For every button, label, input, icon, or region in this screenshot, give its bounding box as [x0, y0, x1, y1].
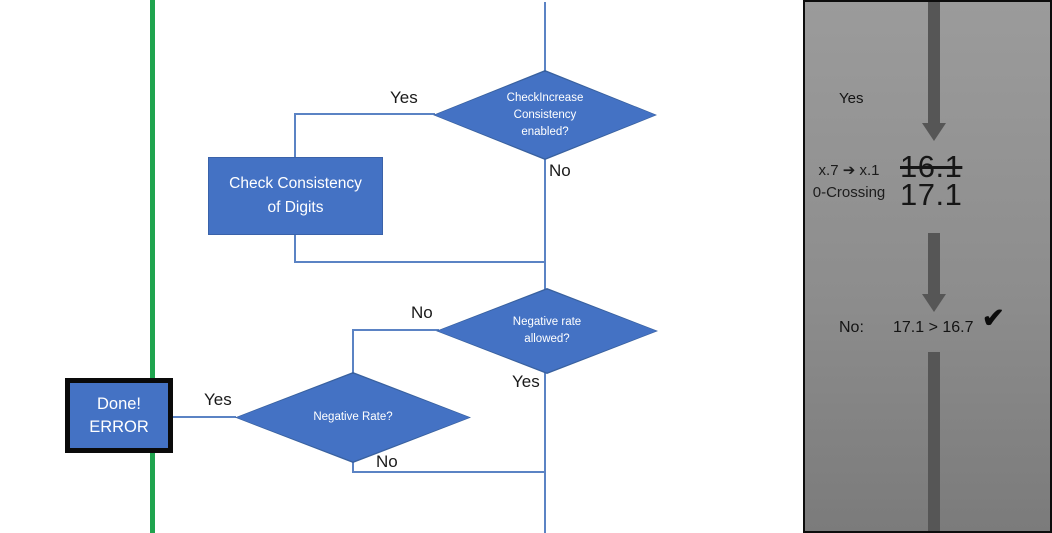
rule-line-1: x.7 ➔ x.1 [818, 162, 880, 179]
down-arrow-shaft-3 [928, 352, 940, 531]
new-value: 17.1 [900, 177, 963, 212]
decision-negative-rate-allowed-label: Negative rate allowed? [512, 316, 582, 345]
decision-negative-rate-allowed: Negative rate allowed? [436, 288, 658, 374]
connector-no-bottom-v [352, 462, 354, 473]
old-value-strikethrough: 16.1 [900, 149, 963, 184]
terminator-done-error: Done! ERROR [65, 378, 173, 453]
decision-negative-rate: Negative Rate? [235, 372, 471, 463]
decision-checkincrease-label: CheckIncrease Consistency enabled? [506, 91, 584, 138]
process-check-consistency-label-1: Check Consistency [229, 175, 362, 192]
down-arrow-shaft-1 [928, 2, 940, 124]
connector-yes-done-h [173, 416, 236, 418]
down-arrow-head-1-icon [922, 123, 946, 141]
edge-label-no-mid: No [411, 303, 433, 322]
edge-label-yes-top: Yes [390, 88, 418, 107]
process-check-consistency: Check Consistency of Digits [208, 157, 383, 235]
decision-negative-rate-label: Negative Rate? [313, 411, 393, 423]
panel-no-label: No: [839, 319, 864, 336]
down-arrow-shaft-2 [928, 233, 940, 295]
connector-no-mid-h [352, 329, 439, 331]
decision-checkincrease-enabled: CheckIncrease Consistency enabled? [433, 70, 657, 160]
comparison-result: 17.1 > 16.7 [893, 319, 974, 336]
checkmark-icon: ✔ [982, 303, 1005, 333]
main-flow-connector [544, 2, 546, 533]
connector-yes-top-v [294, 113, 296, 157]
edge-label-yes-done: Yes [204, 390, 232, 409]
edge-label-yes-mid: Yes [512, 372, 540, 391]
edge-label-no-bottom: No [376, 452, 398, 471]
down-arrow-head-2-icon [922, 294, 946, 312]
terminator-done-label: Done! [96, 394, 142, 413]
connector-rect-out-h [294, 261, 545, 263]
connector-yes-top-h [294, 113, 435, 115]
connector-no-bottom-h [352, 471, 545, 473]
connector-rect-out-v [294, 235, 296, 263]
rule-line-2: 0-Crossing [812, 184, 886, 201]
edge-label-no-top: No [549, 161, 571, 180]
value-annotation: 16.1 17.1 [900, 149, 963, 212]
side-annotation-panel: Yes x.7 ➔ x.1 0-Crossing 16.1 17.1 No: 1… [803, 0, 1052, 533]
process-check-consistency-label-2: of Digits [267, 199, 324, 216]
connector-no-mid-v [352, 329, 354, 373]
rule-annotation: x.7 ➔ x.1 0-Crossing [805, 160, 893, 204]
panel-yes-label: Yes [839, 90, 864, 107]
green-guideline [150, 0, 155, 533]
terminator-error-label: ERROR [89, 417, 149, 436]
